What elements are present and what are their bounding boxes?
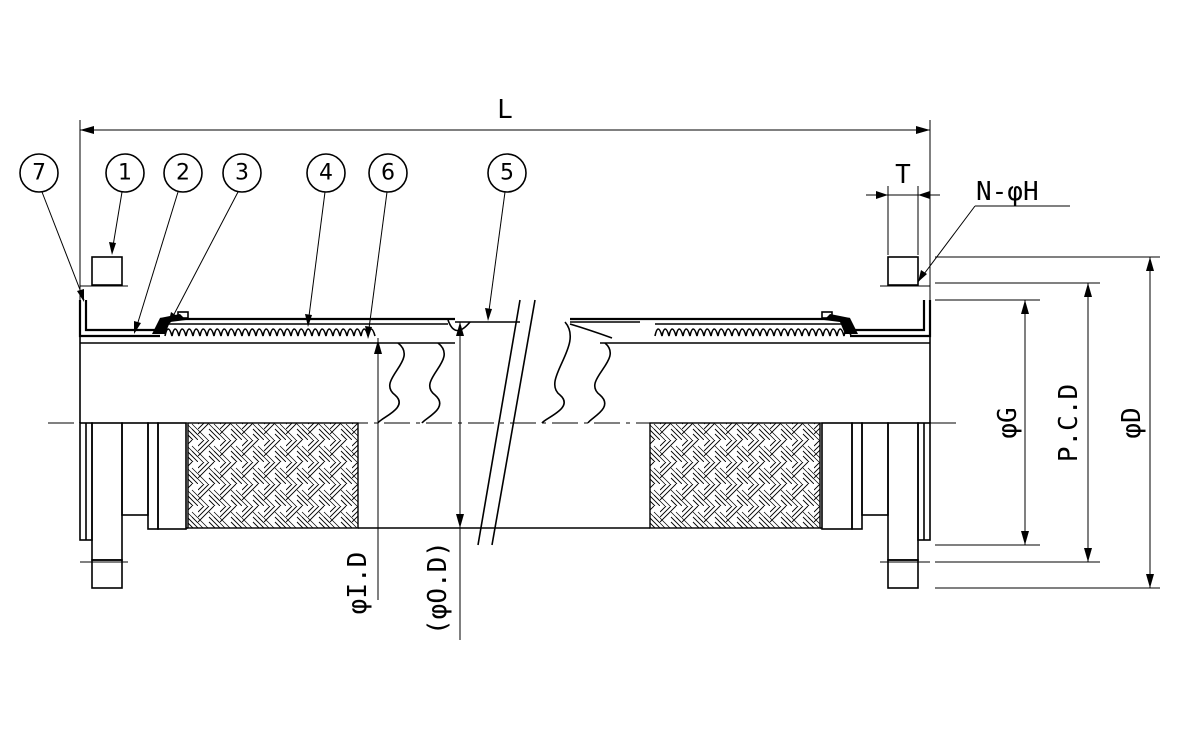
svg-text:3: 3 xyxy=(235,161,249,186)
break-wave-4 xyxy=(587,342,612,424)
part-tag-4: 4 xyxy=(305,153,346,327)
dim-flange-dia: φD xyxy=(935,256,1160,589)
svg-text:4: 4 xyxy=(319,161,333,186)
part-tag-1: 1 xyxy=(105,153,145,255)
part-tag-7: 7 xyxy=(19,153,85,302)
break-wave-1 xyxy=(377,342,405,424)
break-wave-2 xyxy=(421,342,445,424)
break-slash-1 xyxy=(477,299,521,546)
dim-flange-dia-label: φD xyxy=(1117,407,1147,438)
svg-text:1: 1 xyxy=(118,161,132,186)
svg-text:5: 5 xyxy=(500,161,514,186)
right-flange xyxy=(821,256,931,589)
svg-text:6: 6 xyxy=(381,161,395,186)
dim-gasket-label: φG xyxy=(993,407,1023,438)
dim-thickness-label: T xyxy=(895,160,911,190)
break-wave-3 xyxy=(541,321,572,424)
dim-inner-dia-label: φI.D xyxy=(343,552,373,615)
bellows-right xyxy=(654,328,852,337)
dim-gasket: φG xyxy=(935,299,1040,546)
svg-text:2: 2 xyxy=(176,161,190,186)
part-tag-5: 5 xyxy=(485,153,527,321)
dim-inner-dia: φI.D xyxy=(343,338,382,614)
break-slash-2 xyxy=(491,299,536,546)
part-tag-6: 6 xyxy=(365,153,408,339)
bellows-left xyxy=(164,328,376,337)
braid-left xyxy=(187,422,359,529)
part-tag-3: 3 xyxy=(168,153,262,325)
dim-pcd-label: P.C.D xyxy=(1054,384,1084,462)
part-tag-2: 2 xyxy=(134,153,203,334)
dim-thickness: T xyxy=(866,160,940,255)
braid-right xyxy=(649,422,821,529)
lower-view xyxy=(186,422,822,529)
left-flange xyxy=(79,256,187,589)
dim-holes: N-φH xyxy=(917,177,1070,283)
dim-outer-dia-label: (φO.D) xyxy=(423,541,453,635)
upper-section xyxy=(78,300,932,424)
dim-holes-label: N-φH xyxy=(976,177,1039,207)
dim-length-label: L xyxy=(497,95,513,125)
dim-outer-dia: (φO.D) xyxy=(423,322,464,640)
dim-length: L xyxy=(79,95,931,300)
dim-pcd: P.C.D xyxy=(935,282,1100,563)
svg-text:7: 7 xyxy=(32,161,46,186)
